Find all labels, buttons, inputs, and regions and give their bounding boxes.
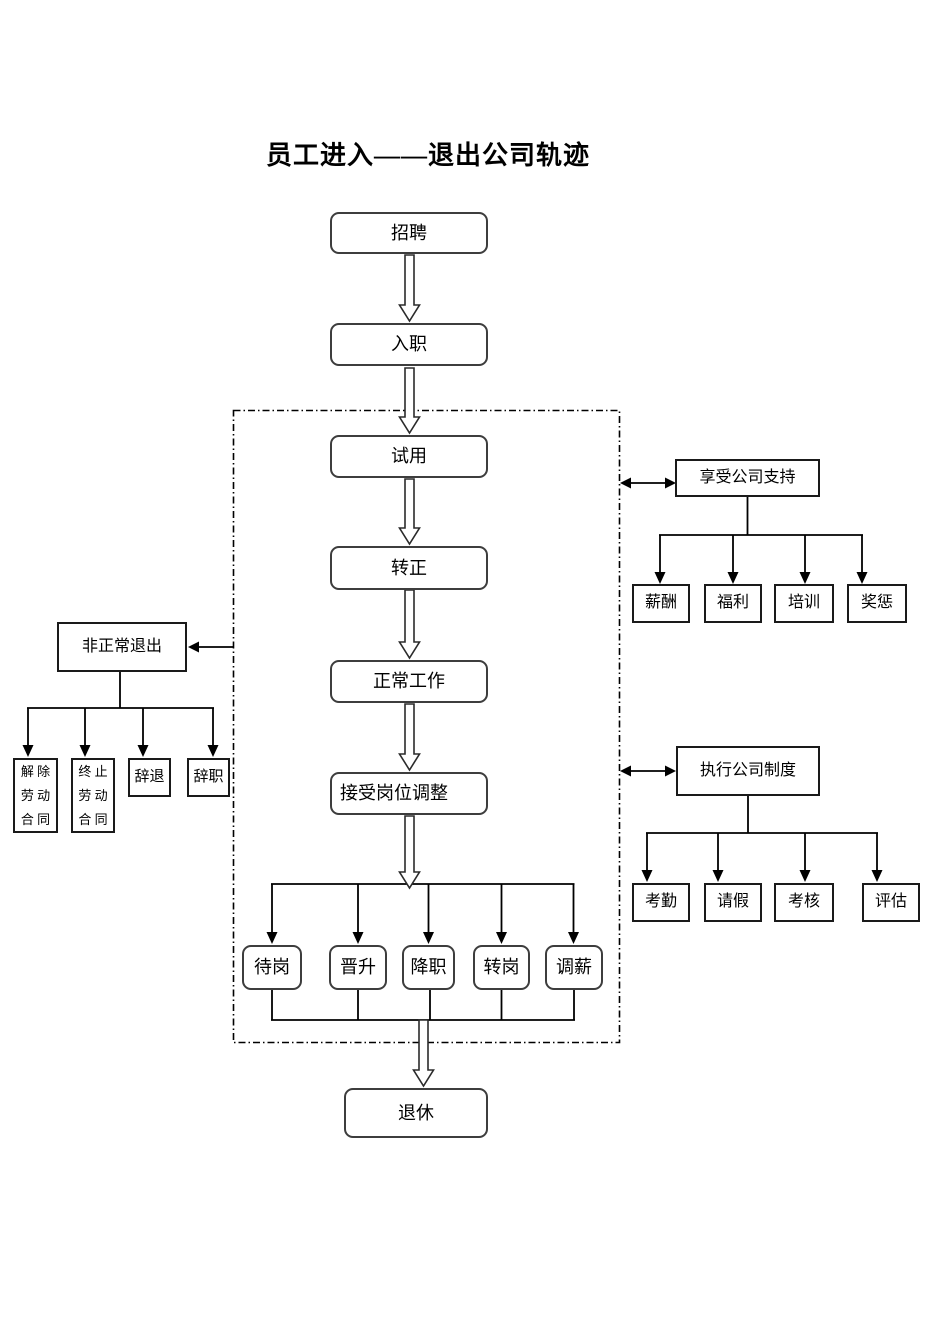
node-demotion: 降职 [402,945,455,990]
node-evaluation: 评估 [862,883,920,922]
node-awaiting-post: 待岗 [242,945,302,990]
node-leave-request: 请假 [704,883,762,922]
exit-tree [22,641,233,757]
node-assessment: 考核 [774,883,834,922]
node-retirement: 退休 [344,1088,488,1138]
node-position-adjustment: 接受岗位调整 [330,772,488,815]
node-salary: 薪酬 [632,584,690,623]
node-company-support: 享受公司支持 [675,459,820,497]
node-abnormal-exit: 非正常退出 [57,622,187,672]
node-rewards-punishments: 奖惩 [847,584,907,623]
dashed-boundary [232,409,621,1044]
node-promotion: 晋升 [329,945,387,990]
node-recruitment: 招聘 [330,212,488,254]
node-onboarding: 入职 [330,323,488,366]
node-post-transfer: 转岗 [473,945,530,990]
node-terminate-labor-contract: 解 除 劳 动 合 同 [13,758,58,833]
main-flow-arrows [398,254,435,1088]
node-company-policy: 执行公司制度 [676,746,820,796]
node-attendance: 考勤 [632,883,690,922]
node-regularization: 转正 [330,546,488,590]
adjustment-tree [266,883,579,1021]
node-end-labor-contract: 终 止 劳 动 合 同 [71,758,115,833]
node-resignation: 辞职 [187,758,230,797]
node-dismissal: 辞退 [128,758,171,797]
node-welfare: 福利 [704,584,762,623]
support-tree [620,477,868,584]
diagram-title: 员工进入——退出公司轨迹 [266,141,591,170]
node-probation: 试用 [330,435,488,478]
policy-tree [620,765,883,882]
node-salary-adjustment: 调薪 [545,945,603,990]
node-normal-work: 正常工作 [330,660,488,703]
node-training: 培训 [774,584,834,623]
